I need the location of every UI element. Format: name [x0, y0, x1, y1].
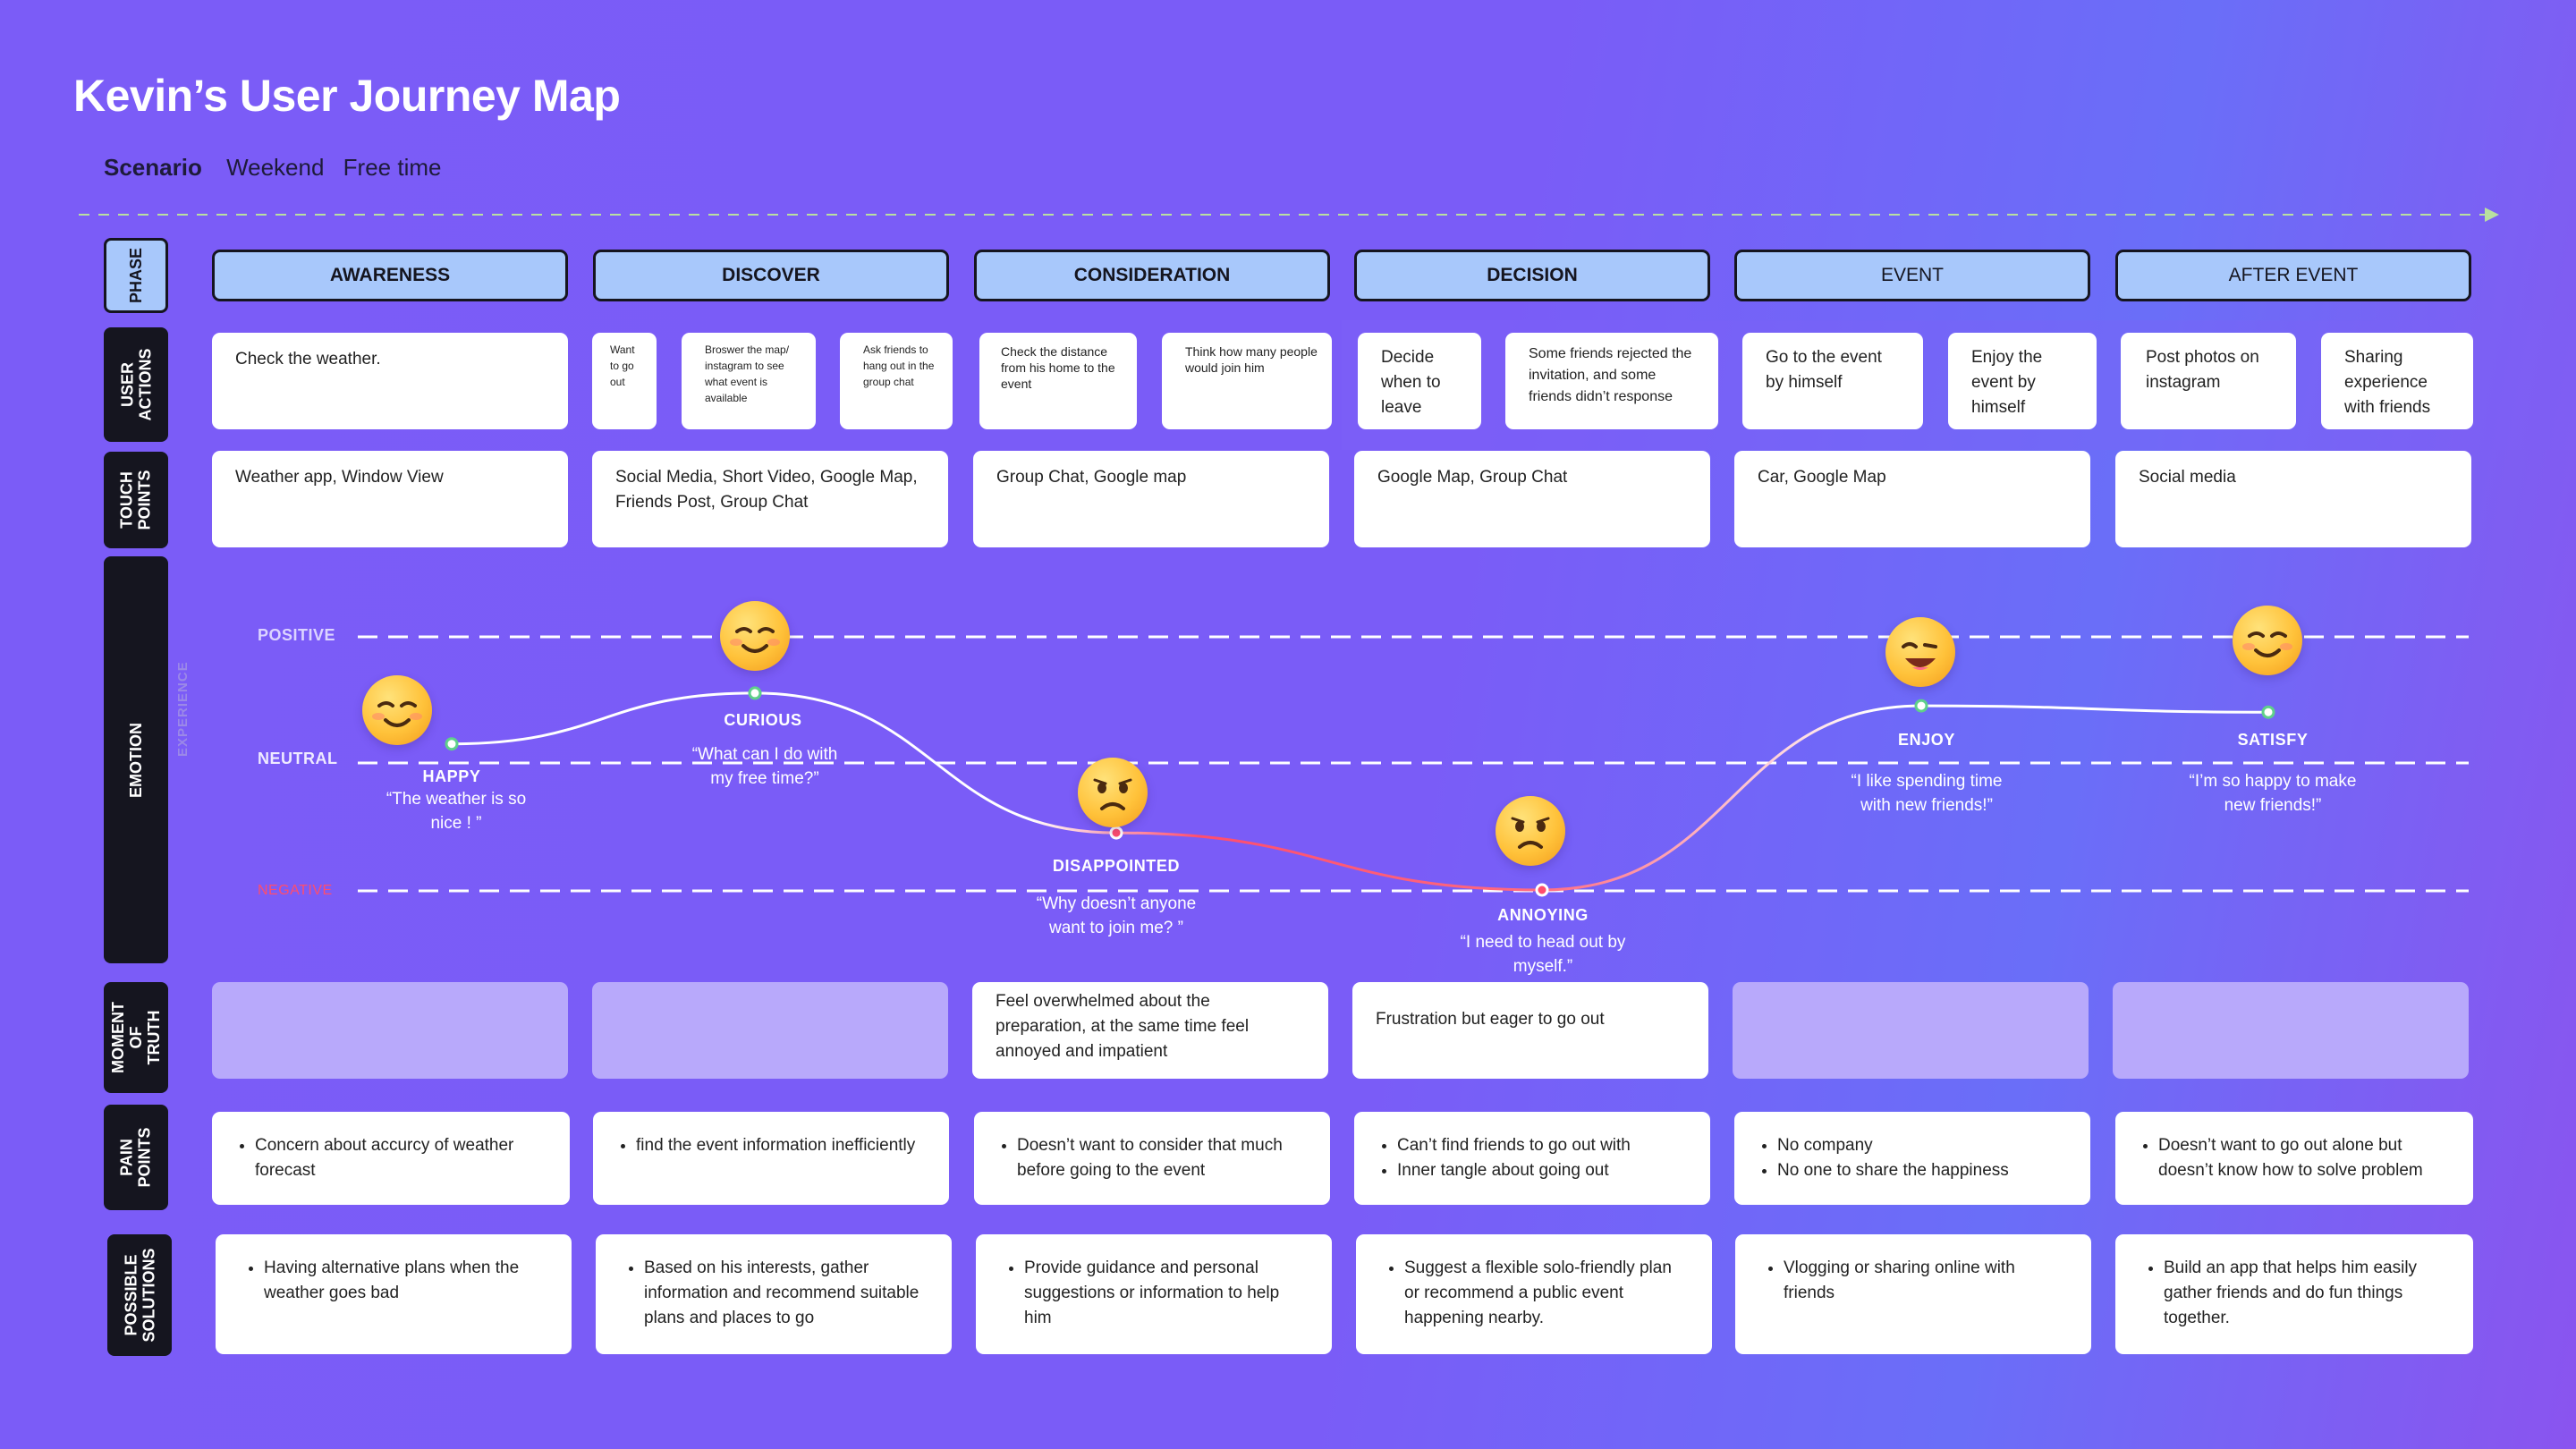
phase-discover: DISCOVER	[593, 250, 949, 301]
moment-of-truth-card: Frustration but eager to go out	[1352, 982, 1708, 1079]
pain-point-item: find the event information inefficiently	[636, 1133, 926, 1158]
solution-card: Provide guidance and personal suggestion…	[976, 1234, 1332, 1354]
pain-point-item: No company	[1777, 1133, 2067, 1158]
emotion-name: CURIOUS	[724, 711, 802, 729]
pain-point-item: Concern about accurcy of weather forecas…	[255, 1133, 547, 1183]
phase-event: EVENT	[1734, 250, 2090, 301]
solution-item: Vlogging or sharing online with friends	[1784, 1256, 2068, 1306]
emotion-name: SATISFY	[2237, 731, 2309, 749]
level-neutral: NEUTRAL	[258, 750, 338, 767]
user-action-card: Check the weather.	[212, 333, 568, 429]
solution-item: Provide guidance and personal suggestion…	[1024, 1256, 1309, 1331]
emotion-quote: “I need to head out by myself.”	[1460, 933, 1626, 976]
page-title: Kevin’s User Journey Map	[73, 71, 621, 121]
pain-point-item: No one to share the happiness	[1777, 1158, 2067, 1183]
solution-card: Suggest a flexible solo-friendly plan or…	[1356, 1234, 1712, 1354]
phase-consideration: CONSIDERATION	[974, 250, 1330, 301]
user-action-card: Think how many people would join him	[1162, 333, 1332, 429]
solution-card: Based on his interests, gather informati…	[596, 1234, 952, 1354]
solution-item: Build an app that helps him easily gathe…	[2164, 1256, 2455, 1331]
user-action-card: Some friends rejected the invitation, an…	[1505, 333, 1718, 429]
timeline-arrow	[79, 208, 2499, 222]
touch-point-card: Car, Google Map	[1734, 451, 2090, 547]
moment-of-truth-card: Feel overwhelmed about the preparation, …	[972, 982, 1328, 1079]
pain-point-card: Doesn’t want to consider that much befor…	[974, 1112, 1330, 1205]
level-positive: POSITIVE	[258, 626, 336, 644]
frowning-face-icon	[1496, 796, 1565, 866]
scenario: Scenario Weekend Free time	[104, 154, 453, 182]
touch-point-card: Social Media, Short Video, Google Map, F…	[592, 451, 948, 547]
emotion-point	[748, 686, 762, 700]
user-action-card: Check the distance from his home to the …	[979, 333, 1137, 429]
user-action-card: Broswer the map/ instagram to see what e…	[682, 333, 816, 429]
scenario-tag: Weekend	[226, 154, 325, 181]
solution-card: Vlogging or sharing online with friends	[1735, 1234, 2091, 1354]
solution-card: Having alternative plans when the weathe…	[216, 1234, 572, 1354]
phase-awareness: AWARENESS	[212, 250, 568, 301]
moment-of-truth-empty	[592, 982, 948, 1079]
user-action-card: Enjoy the event by himself	[1948, 333, 2097, 429]
emotion-curve	[451, 691, 2269, 892]
emotion-name: ENJOY	[1897, 731, 1956, 749]
touch-point-card: Group Chat, Google map	[973, 451, 1329, 547]
pain-point-item: Doesn’t want to consider that much befor…	[1017, 1133, 1307, 1183]
user-action-card: Decide when to leave	[1358, 333, 1481, 429]
solution-item: Based on his interests, gather informati…	[644, 1256, 928, 1331]
emotion-quote: “Why doesn’t anyone want to join me? ”	[1036, 894, 1197, 937]
user-action-card: Ask friends to hang out in the group cha…	[840, 333, 953, 429]
pain-point-card: No companyNo one to share the happiness	[1734, 1112, 2090, 1205]
pain-point-item: Inner tangle about going out	[1397, 1158, 1687, 1183]
row-label-emotion: EMOTION	[104, 556, 168, 963]
moment-of-truth-empty	[212, 982, 568, 1079]
pain-point-card: Can’t find friends to go out withInner t…	[1354, 1112, 1710, 1205]
pain-point-card: find the event information inefficiently	[593, 1112, 949, 1205]
emotion-point	[445, 737, 459, 751]
phase-decision: DECISION	[1354, 250, 1710, 301]
solution-card: Build an app that helps him easily gathe…	[2115, 1234, 2473, 1354]
emotion-point	[1914, 699, 1928, 713]
touch-point-card: Weather app, Window View	[212, 451, 568, 547]
moment-of-truth-empty	[1733, 982, 2089, 1079]
emotion-name: DISAPPOINTED	[1052, 857, 1181, 875]
relieved-face-icon	[362, 675, 432, 745]
solution-item: Having alternative plans when the weathe…	[264, 1256, 548, 1306]
moment-of-truth-empty	[2113, 982, 2469, 1079]
phase-after-event: AFTER EVENT	[2115, 250, 2471, 301]
pain-point-item: Doesn’t want to go out alone but doesn’t…	[2158, 1133, 2455, 1183]
emotion-quote: “The weather is so nice ! ”	[386, 790, 527, 833]
user-action-card: Go to the event by himself	[1742, 333, 1923, 429]
pain-point-card: Concern about accurcy of weather forecas…	[212, 1112, 570, 1205]
touch-point-card: Social media	[2115, 451, 2471, 547]
emotion-name: ANNOYING	[1497, 906, 1589, 924]
solution-item: Suggest a flexible solo-friendly plan or…	[1404, 1256, 1689, 1331]
winking-face-icon	[1885, 617, 1955, 687]
emotion-quote: “I’m so happy to make new friends!”	[2189, 772, 2357, 815]
pain-point-item: Can’t find friends to go out with	[1397, 1133, 1687, 1158]
smiling-face-icon	[720, 601, 790, 671]
content-face-icon	[2233, 606, 2302, 675]
row-label-phase: PHASE	[104, 238, 168, 313]
emotion-quote: “I like spending time with new friends!”	[1851, 772, 2003, 815]
level-negative: NEGATIVE	[258, 883, 333, 898]
emotion-point	[1109, 826, 1123, 840]
touch-point-card: Google Map, Group Chat	[1354, 451, 1710, 547]
pain-point-card: Doesn’t want to go out alone but doesn’t…	[2115, 1112, 2473, 1205]
scenario-tag: Free time	[343, 154, 442, 181]
user-action-card: Post photos on instagram	[2121, 333, 2296, 429]
user-action-card: Want to go out	[592, 333, 657, 429]
emotion-point	[1535, 883, 1549, 897]
emotion-name: HAPPY	[422, 767, 481, 785]
user-action-card: Sharing experience with friends	[2321, 333, 2473, 429]
emotion-quote: “What can I do with my free time?”	[691, 745, 838, 788]
scenario-label: Scenario	[104, 154, 202, 181]
worried-face-icon	[1078, 758, 1148, 827]
emotion-point	[2261, 705, 2275, 719]
